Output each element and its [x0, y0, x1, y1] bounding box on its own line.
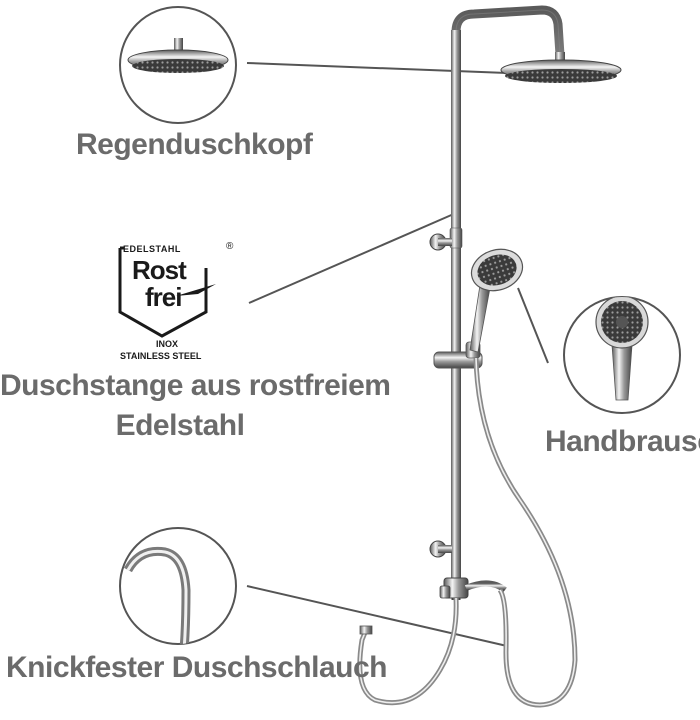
rain-shower-head	[500, 52, 622, 83]
badge-frei: frei	[145, 282, 182, 312]
badge-shield-icon	[118, 246, 216, 338]
label-hand-shower: Handbrause	[545, 425, 700, 458]
badge-edelstahl: EDELSTAHL	[123, 244, 181, 254]
badge-rost: Rost	[132, 255, 187, 285]
leader-lines	[246, 62, 549, 647]
detail-circle-hose	[119, 527, 237, 645]
label-hose: Knickfester Duschschlauch	[6, 651, 387, 684]
hand-shower	[469, 248, 524, 353]
badge-inox: INOX	[156, 339, 179, 349]
label-rod-line1: Duschstange aus rostfreiem	[0, 369, 391, 402]
shower-hoses	[357, 357, 578, 708]
badge-registered-mark: ®	[226, 241, 234, 252]
badge-stainless-steel: STAINLESS STEEL	[120, 351, 202, 361]
label-rod-line2: Edelstahl	[115, 409, 245, 442]
shower-column	[429, 5, 565, 600]
label-rain-shower-head: Regenduschkopf	[76, 128, 313, 161]
detail-circle-hand-shower	[563, 296, 681, 414]
rostfrei-badge: EDELSTAHL ® Rost frei INOX STAINLESS STE…	[106, 240, 246, 365]
detail-circle-rain-head	[119, 6, 237, 124]
